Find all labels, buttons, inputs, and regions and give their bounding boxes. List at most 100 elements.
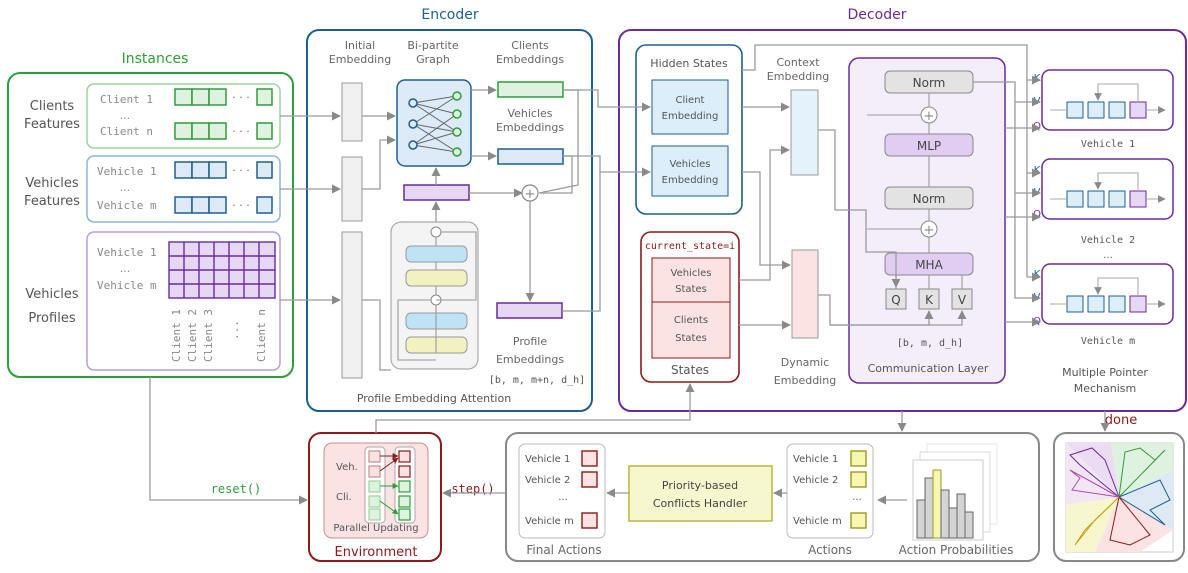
context-embedding-label-1: Context [776,56,820,69]
dynamic-embedding-block [791,249,819,339]
client-embedding-label-2: Embedding [662,111,719,122]
client-embedding-block [651,79,729,135]
vehicles-embeddings-label-2: Embeddings [496,121,564,134]
norm-top-label: Norm [913,76,946,90]
bipartite-label-1: Bi-partite [407,39,458,52]
pea-label: Profile Embedding Attention [357,392,511,405]
vehicles-embeddings-label-1: Vehicles [507,107,552,120]
mlp-label: MLP [917,139,941,153]
vehicles-profiles-box [86,231,281,371]
done-label: done [1105,413,1137,428]
client-embedding-label-1: Client [676,95,705,106]
q-label: Q [891,293,900,307]
initial-embedding-clients [341,82,363,142]
initial-embedding-label-2: Embedding [329,53,391,66]
context-embedding-block [790,89,819,176]
dynamic-embedding-label-2: Embedding [774,374,836,387]
clients-embeddings-label-2: Embeddings [496,53,564,66]
decoder-title: Decoder [848,7,907,23]
vehicle-feature-cells [174,161,273,214]
profile-embeddings-bar [496,302,563,319]
pointer-dots: ... [1103,250,1113,261]
hidden-states-box [635,44,743,215]
client-1-ellipsis: · · · [232,91,249,104]
action-vehicle-1: Vehicle 1 [793,454,838,465]
env-cli-label: Cli. [336,492,352,503]
action-dots: ... [852,492,862,503]
env-veh-label: Veh. [336,462,358,473]
clients-features-label-1: Clients [30,99,75,114]
profile-dots: ... [120,262,131,275]
vehicles-profiles-label-1: Vehicles [25,287,78,302]
comm-shape-label: [b, m, d_h] [897,338,963,349]
vehicles-embedding-label-1: Vehicles [670,159,711,170]
clients-embeddings-label-1: Clients [511,39,549,52]
states-box [640,231,740,383]
vehicles-embedding-block [651,145,729,197]
kvq-2-k: K [1034,165,1041,176]
profile-column-labels: Client 1 Client 2 Client 3 ... Client n [170,309,268,362]
final-vehicle-2: Vehicle 2 [525,475,570,486]
clients-embeddings-bar [497,81,564,98]
priority-label-1: Priority-based [662,479,738,492]
pointer-vehicle-1 [1041,69,1174,131]
vehicles-embedding-label-2: Embedding [662,175,719,186]
action-vehicle-m: Vehicle m [793,516,842,527]
clients-dots: ... [120,109,131,122]
multiple-pointer-label-1: Multiple Pointer [1062,366,1148,379]
profile-vehicle-m-label: Vehicle m [97,279,157,292]
cl-add-top-symbol: + [924,109,935,124]
action-cells [850,450,867,529]
pointer-vehicle-2-label: Vehicle 2 [1081,235,1135,246]
profile-col-dots: ... [228,320,241,340]
vehicles-states-label-1: Vehicles [671,268,712,279]
client-1-label: Client 1 [100,93,153,106]
mha-label: MHA [915,258,943,272]
vehicle-1-ellipsis: · · · [232,164,249,177]
action-probabilities-label: Action Probabilities [899,543,1014,557]
initial-embedding-vehicles [341,156,363,222]
client-feature-cells [174,88,273,140]
action-probabilities-chart [912,443,998,541]
vehicle-m-ellipsis: · · · [232,199,249,212]
hidden-states-label: Hidden States [650,57,728,70]
environment-label: Environment [334,545,417,560]
bipartite-label-2: Graph [416,53,450,66]
profile-shape-label: [b, m, m+n, d_h] [489,375,585,386]
priority-label-2: Conflicts Handler [653,497,748,510]
initial-embedding-label-1: Initial [345,39,375,52]
profile-input-bar [403,184,470,201]
pointer-vehicle-2 [1041,158,1174,220]
profile-col-client-n: Client n [255,309,268,362]
vehicles-states-label-2: States [675,284,707,295]
final-action-cells [581,450,598,529]
profile-grid [168,241,276,299]
final-dots: ... [558,492,568,503]
environment-panel [308,432,442,562]
vehicle-1-label: Vehicle 1 [97,165,157,178]
multiple-pointer-label-2: Mechanism [1074,382,1137,395]
action-pipeline-panel [505,432,1040,562]
cl-add-mid-symbol: + [924,223,935,238]
env-update-arrows [379,453,399,515]
clients-states-label-2: States [675,333,707,344]
clients-states-label-1: Clients [674,315,708,326]
pointer-arrows [1050,83,1166,308]
profile-vehicle-1-label: Vehicle 1 [97,246,157,259]
pea-add-top [430,226,442,238]
final-vehicle-m: Vehicle m [525,516,574,527]
parallel-updating-label: Parallel Updating [333,523,418,534]
states-block [651,257,731,359]
vehicle-m-label: Vehicle m [97,199,157,212]
encoder-panel [306,29,593,412]
communication-layer-label: Communication Layer [868,362,989,375]
final-vehicle-1: Vehicle 1 [525,454,570,465]
client-n-ellipsis: · · · [232,125,249,138]
kvq-2-q: Q [1033,209,1041,220]
vehicles-dots: ... [120,181,131,194]
k-label: K [925,293,934,307]
step-label: step() [451,482,494,496]
bipartite-nodes [408,91,462,157]
profile-col-client-1: Client 1 [170,309,183,362]
